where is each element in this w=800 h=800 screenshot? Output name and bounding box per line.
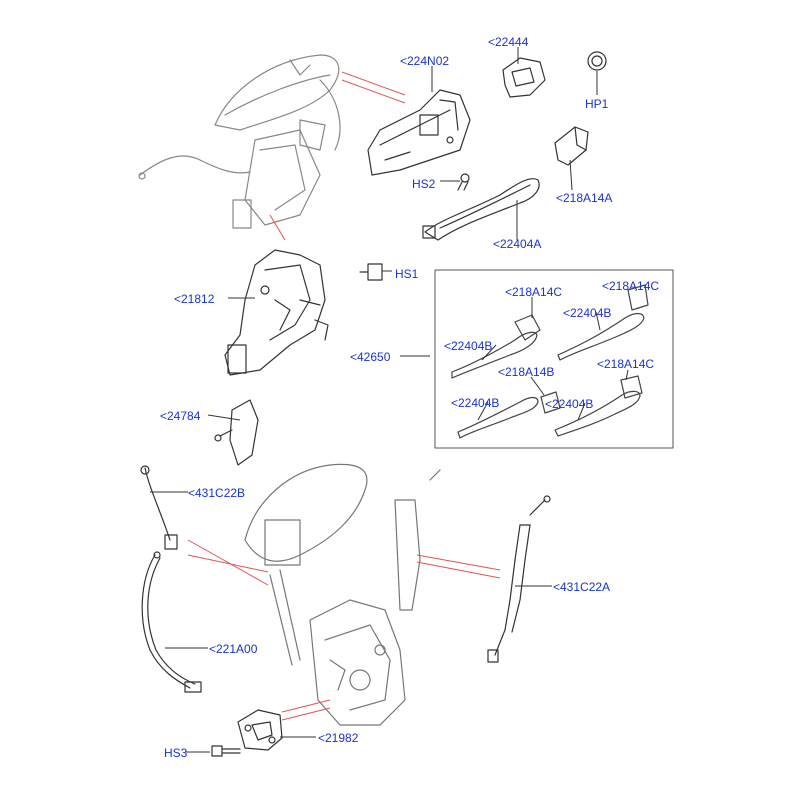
handle-lock-assembly-overview (138, 54, 341, 229)
callout-218A14C-3[interactable]: <218A14C (597, 357, 655, 371)
striker-21982 (237, 709, 283, 751)
callout-431C22A[interactable]: <431C22A (553, 580, 611, 594)
callout-218A14B[interactable]: <218A14B (498, 365, 555, 379)
callout-pointers (150, 47, 637, 753)
bracket-22444 (502, 57, 546, 98)
plug-HP1 (587, 51, 607, 71)
callout-22404B-4[interactable]: <22404B (545, 397, 594, 411)
callout-22404B-2[interactable]: <22404B (444, 339, 493, 353)
screw-HS2 (457, 173, 470, 191)
cable-221A00 (141, 551, 202, 693)
callout-HS1[interactable]: HS1 (395, 267, 419, 281)
callout-218A14C-2[interactable]: <218A14C (602, 279, 660, 293)
callout-224N02[interactable]: <224N02 (400, 54, 450, 68)
handle-bracket-224N02 (367, 89, 471, 176)
latch-assembly-lower (244, 463, 441, 726)
kit-handles-42650 (451, 284, 649, 439)
cable-431C22A (487, 495, 551, 663)
callout-24784[interactable]: <24784 (160, 409, 201, 423)
screw-HS3 (211, 745, 241, 757)
callout-218A14A[interactable]: <218A14A (556, 191, 613, 205)
kit-box-42650 (434, 269, 674, 449)
callout-42650[interactable]: <42650 (350, 350, 391, 364)
callout-HP1[interactable]: HP1 (585, 97, 609, 111)
callout-22444[interactable]: <22444 (488, 35, 529, 49)
bolt-HS1 (359, 263, 383, 281)
callout-21982[interactable]: <21982 (318, 731, 359, 745)
callout-22404B-1[interactable]: <22404B (563, 306, 612, 320)
callout-218A14C-1[interactable]: <218A14C (505, 285, 563, 299)
callout-221A00[interactable]: <221A00 (209, 642, 258, 656)
guard-24784 (214, 399, 259, 466)
door-lock-21812 (224, 249, 329, 376)
callout-22404A[interactable]: <22404A (493, 237, 542, 251)
leader-lines (187, 71, 501, 721)
cap-218A14A (554, 126, 589, 166)
outer-handle-22404A (422, 178, 540, 241)
cable-431C22B (140, 465, 178, 550)
callout-HS3[interactable]: HS3 (164, 746, 188, 760)
callout-21812[interactable]: <21812 (174, 292, 215, 306)
callout-431C22B[interactable]: <431C22B (188, 486, 246, 500)
callout-HS2[interactable]: HS2 (412, 177, 436, 191)
callout-22404B-3[interactable]: <22404B (451, 396, 500, 410)
